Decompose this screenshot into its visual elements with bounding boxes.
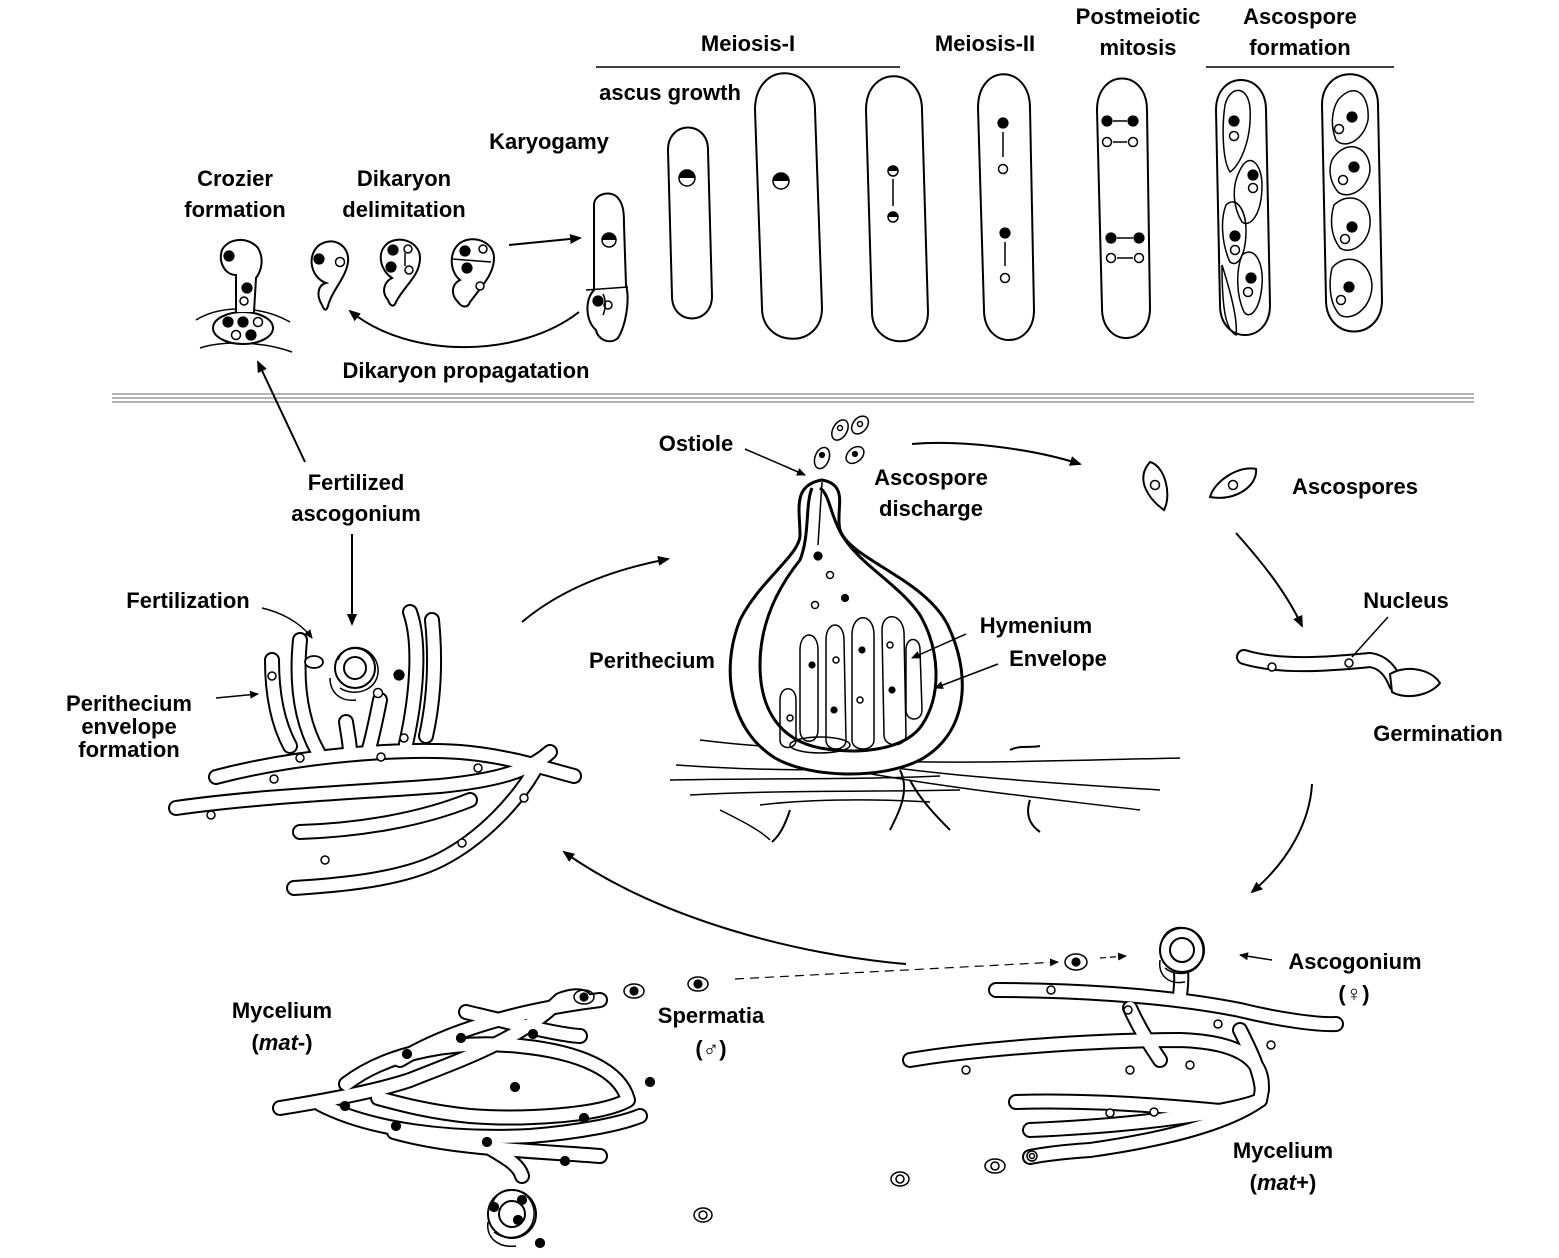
mycelium-envelope-formation [168, 604, 582, 896]
arrow-to-crozier [257, 360, 306, 463]
label-female-symbol: (♀) [1338, 981, 1369, 1006]
label-germination: Germination [1373, 721, 1503, 746]
label-crozier-line2: formation [184, 197, 285, 222]
label-dikaryon-propagation: Dikaryon propagatation [343, 358, 590, 383]
spermatium-dashed-arrow-2 [1099, 952, 1127, 961]
ascospore-formation-asci [1214, 73, 1384, 337]
germinating-spore [1236, 649, 1442, 698]
envelope-formation-pointer [215, 690, 259, 699]
section-divider [112, 393, 1474, 403]
label-mycelium-plus-mating: (mat+) [1250, 1170, 1317, 1195]
label-fertilized-line1: Fertilized [308, 470, 405, 495]
mycelium-mat-minus [272, 988, 656, 1249]
label-ascogonium: Ascogonium [1288, 949, 1421, 974]
arrow-to-ascospores [911, 442, 1082, 466]
meiosis-2-ascus [976, 73, 1036, 341]
label-ascospores: Ascospores [1292, 474, 1418, 499]
label-ascospore-formation-line2: formation [1249, 35, 1350, 60]
label-meiosis-2: Meiosis-II [935, 31, 1035, 56]
nucleus-pointer [1351, 616, 1389, 658]
label-ascus-growth: ascus growth [599, 80, 741, 105]
label-discharge-line2: discharge [879, 496, 983, 521]
label-fertilization: Fertilization [126, 588, 249, 613]
label-postmeiotic-line2: mitosis [1099, 35, 1176, 60]
label-dikaryon-delim-line2: delimitation [342, 197, 465, 222]
spermatium-dashed-arrow [734, 958, 1059, 980]
spermatia-drawing [573, 976, 1006, 1223]
label-envelope-formation-line2: envelope [81, 714, 176, 739]
ascospores-drawing [1142, 460, 1258, 512]
label-crozier-line1: Crozier [197, 166, 273, 191]
label-male-symbol: (♂) [695, 1036, 726, 1061]
perithecium-drawing [669, 478, 1181, 843]
discharged-spores [813, 415, 870, 470]
label-dikaryon-delim-line1: Dikaryon [357, 166, 451, 191]
label-mycelium-minus: Mycelium [232, 998, 332, 1023]
label-envelope-formation-line3: formation [78, 737, 179, 762]
spermatium-near-ascogonium [1064, 953, 1088, 971]
postmeiotic-ascus [1095, 77, 1152, 339]
label-ostiole: Ostiole [659, 431, 734, 456]
labels: Meiosis-I Meiosis-II Postmeiotic mitosis… [66, 4, 1503, 1195]
label-nucleus: Nucleus [1363, 588, 1449, 613]
label-discharge-line1: Ascospore [874, 465, 988, 490]
ostiole-pointer [744, 448, 806, 476]
arrow-to-mycelium-plus [1250, 783, 1313, 894]
label-perithecium: Perithecium [589, 648, 715, 673]
arrow-to-perithecium [521, 555, 670, 623]
label-mycelium-minus-mating: (mat-) [251, 1030, 312, 1055]
hymenium-pointer [911, 633, 967, 659]
label-mycelium-plus: Mycelium [1233, 1138, 1333, 1163]
arrow-return-to-fertilization [562, 850, 907, 965]
dikaryon-delimitation-cells [310, 238, 496, 311]
label-karyogamy: Karyogamy [489, 129, 610, 154]
karyogamy-cell [585, 192, 629, 343]
fertilization-pointer [261, 607, 313, 639]
ascogonium-pointer [1239, 952, 1273, 961]
label-hymenium: Hymenium [980, 613, 1092, 638]
mycelium-mat-plus [902, 926, 1344, 1165]
label-ascospore-formation-line1: Ascospore [1243, 4, 1357, 29]
arrow-to-karyogamy [508, 234, 582, 246]
label-fertilized-line2: ascogonium [291, 501, 421, 526]
arrow-to-germination [1235, 532, 1303, 628]
ascus-growth-asci [666, 72, 930, 343]
label-meiosis-1: Meiosis-I [701, 31, 795, 56]
label-envelope: Envelope [1009, 646, 1107, 671]
label-envelope-formation-line1: Perithecium [66, 691, 192, 716]
dikaryon-propagation-arrow [348, 309, 580, 349]
crozier-drawing [195, 239, 293, 353]
envelope-pointer [934, 663, 999, 689]
label-spermatia: Spermatia [658, 1003, 765, 1028]
label-postmeiotic-line1: Postmeiotic [1076, 4, 1201, 29]
